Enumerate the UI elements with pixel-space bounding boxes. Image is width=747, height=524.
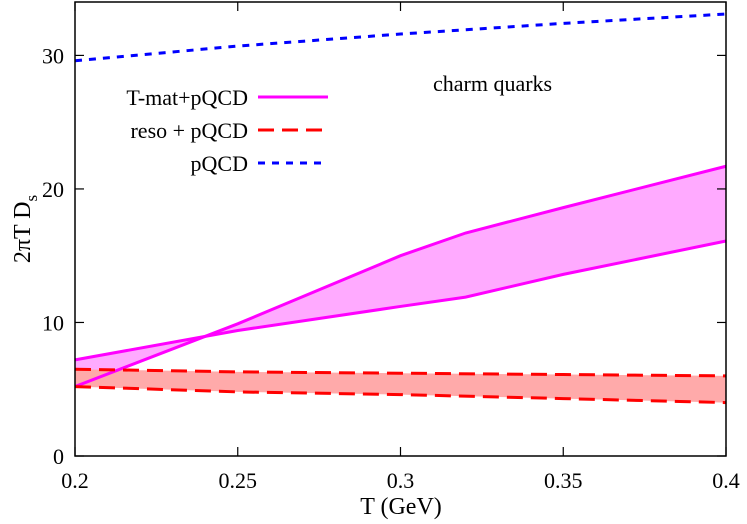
x-tick-label: 0.2	[61, 468, 89, 493]
y-tick-label: 10	[42, 310, 64, 335]
y-tick-label: 20	[42, 177, 64, 202]
y-tick-label: 30	[42, 43, 64, 68]
x-tick-label: 0.4	[712, 468, 740, 493]
ticks-layer: 0.2 0.25 0.3 0.35 0.4 0 10 20 30	[42, 2, 740, 493]
y-axis-label-main: 2πT D	[10, 201, 36, 263]
band-t-mat-pqcd	[75, 166, 726, 387]
lines-layer	[74, 12, 727, 405]
y-axis-label-subscript: s	[22, 195, 41, 202]
series-line-reso-pqcd-lower	[74, 385, 727, 405]
y-axis-label: 2πT Ds	[10, 195, 41, 263]
band-reso-pqcd	[75, 369, 726, 403]
bands-layer	[75, 166, 726, 403]
legend-label-t-mat-pqcd: T-mat+pQCD	[126, 85, 248, 110]
legend: T-mat+pQCD reso + pQCD pQCD	[126, 85, 328, 176]
x-axis-label: T (GeV)	[360, 494, 442, 520]
legend-label-reso-pqcd: reso + pQCD	[130, 118, 248, 143]
series-line-t-mat-pqcd-upper	[74, 239, 727, 362]
x-tick-label: 0.3	[387, 468, 415, 493]
y-tick-label: 0	[53, 444, 64, 469]
series-line-pqcd	[74, 12, 727, 63]
x-tick-label: 0.25	[219, 468, 258, 493]
legend-label-pqcd: pQCD	[191, 151, 248, 176]
annotation-label: charm quarks	[433, 71, 552, 96]
series-line-reso-pqcd-upper	[74, 367, 727, 378]
x-tick-label: 0.35	[544, 468, 583, 493]
